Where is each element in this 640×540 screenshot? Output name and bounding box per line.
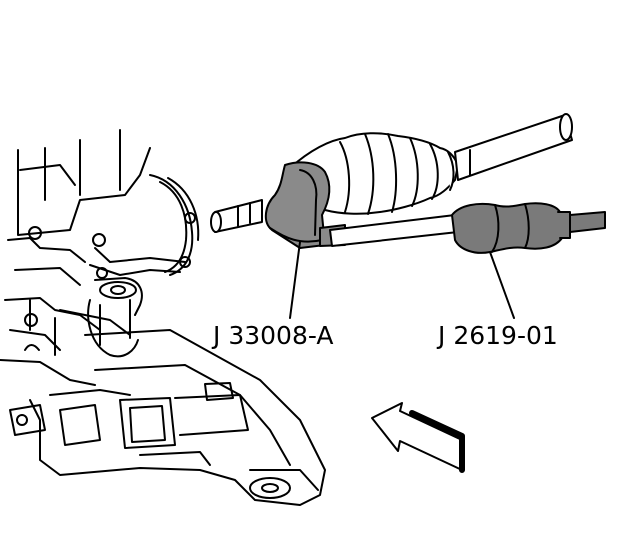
transmission-housing bbox=[0, 129, 151, 386]
axle-stub bbox=[210, 199, 263, 233]
arrow-icon bbox=[371, 402, 465, 473]
housing-flange bbox=[89, 174, 200, 279]
leader-line-seal-tool bbox=[289, 241, 301, 319]
linkage-assembly bbox=[49, 277, 143, 396]
crossmember bbox=[9, 329, 326, 506]
axle-shaft bbox=[454, 113, 573, 181]
slide-hammer-tool bbox=[329, 202, 606, 254]
cv-boot bbox=[289, 132, 459, 215]
leader-line-slide-hammer bbox=[489, 251, 515, 319]
callout-slide-hammer: J 2619-01 bbox=[438, 321, 558, 350]
leader-lines bbox=[289, 241, 515, 319]
callout-seal-remover: J 33008-A bbox=[213, 321, 334, 350]
